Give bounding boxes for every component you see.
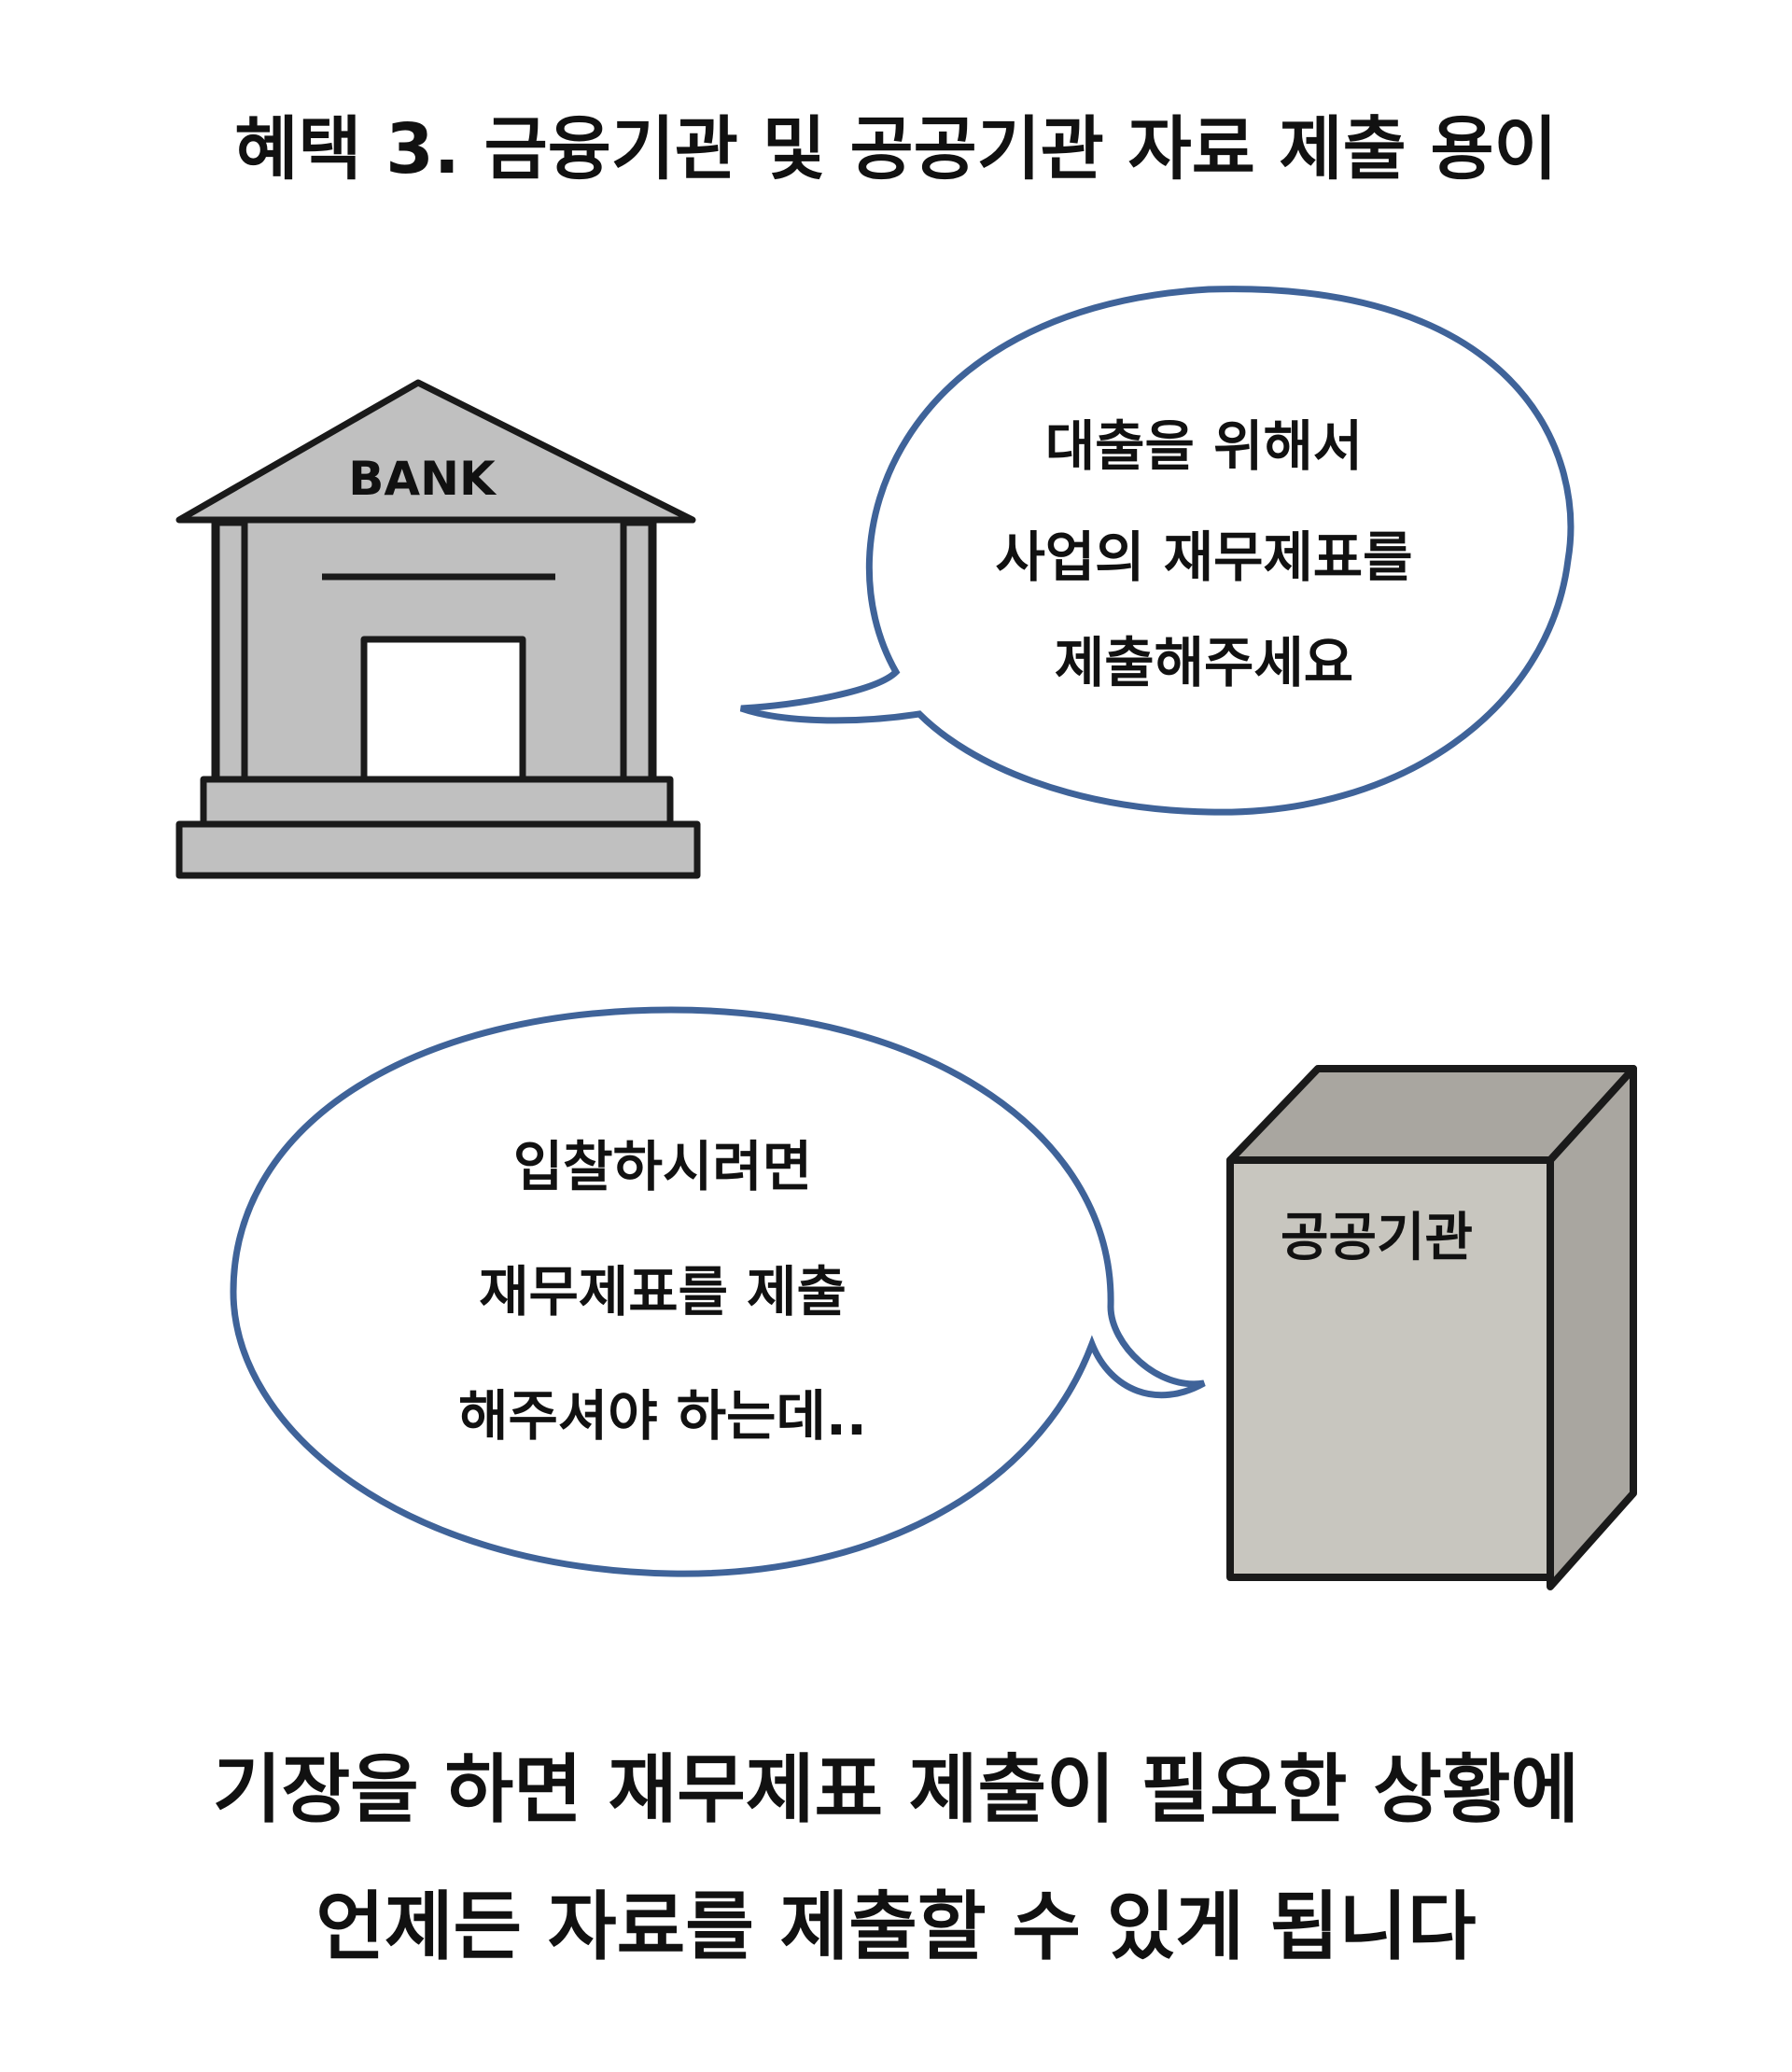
bubble-bank-text: 대출을 위해서 사업의 재무제표를 제출해주세요 <box>995 414 1412 694</box>
svg-text:해주셔야 하는데..: 해주셔야 하는데.. <box>458 1384 867 1448</box>
speech-bubble-bank <box>739 286 1575 816</box>
caption: 기장을 하면 재무제표 제출이 필요한 상황에 언제든 자료를 제출할 수 있게… <box>213 1746 1579 1970</box>
bank-sign: BANK <box>348 452 497 506</box>
svg-text:언제든 자료를 제출할 수 있게 됩니다: 언제든 자료를 제출할 수 있게 됩니다 <box>315 1883 1476 1970</box>
svg-text:대출을 위해서: 대출을 위해서 <box>1045 414 1363 478</box>
bubble-public-text: 입찰하시려면 재무제표를 제출 해주셔야 하는데.. <box>458 1135 867 1448</box>
svg-text:기장을 하면 재무제표 제출이 필요한 상황에: 기장을 하면 재무제표 제출이 필요한 상황에 <box>213 1746 1579 1833</box>
page-title: 혜택 3. 금융기관 및 공공기관 자료 제출 용이 <box>234 109 1557 189</box>
bank-building-icon <box>175 379 701 879</box>
speech-bubble-public <box>230 1006 1206 1577</box>
svg-text:재무제표를 제출: 재무제표를 제출 <box>479 1260 847 1323</box>
svg-text:제출해주세요: 제출해주세요 <box>1055 631 1353 694</box>
public-building-label: 공공기관 <box>1281 1208 1473 1268</box>
public-building-icon <box>1226 1065 1637 1590</box>
svg-text:사업의 재무제표를: 사업의 재무제표를 <box>995 525 1412 589</box>
svg-text:입찰하시려면: 입찰하시려면 <box>513 1135 812 1198</box>
